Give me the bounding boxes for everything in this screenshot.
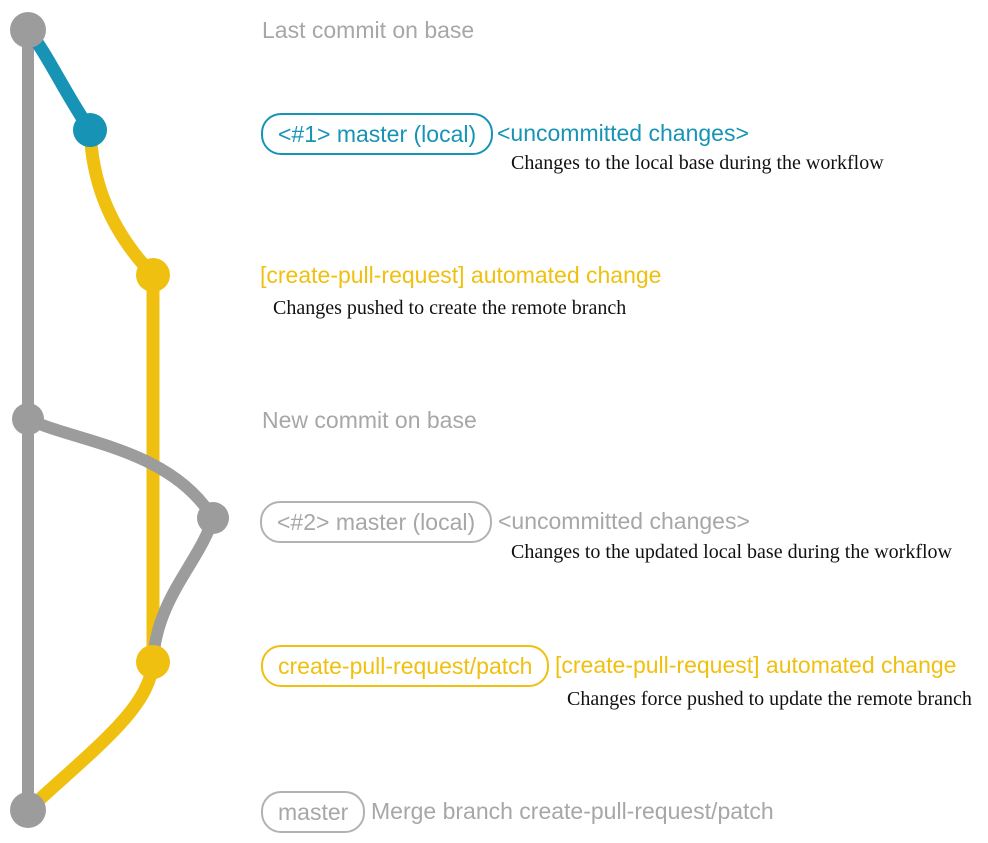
branch-badge-master: master [261,791,366,833]
uncommitted-changes-detail-1: Changes to the local base during the wor… [511,152,884,174]
commit-dot-automated-change-1 [136,258,170,292]
merge-branch-heading: Merge branch create-pull-request/patch [371,798,774,824]
last-commit-label: Last commit on base [262,17,475,43]
branch-badge-master-local-1: <#1> master (local) [261,113,494,155]
commit-dot-automated-change-2 [136,645,170,679]
uncommitted-changes-detail-2: Changes to the updated local base during… [511,541,952,563]
uncommitted-changes-heading-2: <uncommitted changes> [498,508,750,534]
patch-branch-line [21,123,160,817]
branch-badge-create-pull-request-patch: create-pull-request/patch [261,645,550,687]
commit-dot-uncommitted-changes-2 [197,502,229,534]
automated-change-detail-1: Changes pushed to create the remote bran… [273,297,627,319]
new-commit-label: New commit on base [262,407,477,433]
automated-change-heading-2: [create-pull-request] automated change [555,652,957,678]
commit-dot-merge-commit [10,792,46,828]
commit-dot-last-commit-on-base [10,12,46,48]
rebased-local-changes-line [22,413,220,668]
git-graph [10,12,229,828]
automated-change-detail-2: Changes force pushed to update the remot… [567,688,972,710]
commit-dot-uncommitted-changes-1 [73,113,107,147]
uncommitted-changes-heading-1: <uncommitted changes> [497,120,749,146]
commit-dot-new-commit-on-base [12,403,44,435]
branch-badge-master-local-2: <#2> master (local) [260,501,493,543]
automated-change-heading-1: [create-pull-request] automated change [260,262,662,288]
